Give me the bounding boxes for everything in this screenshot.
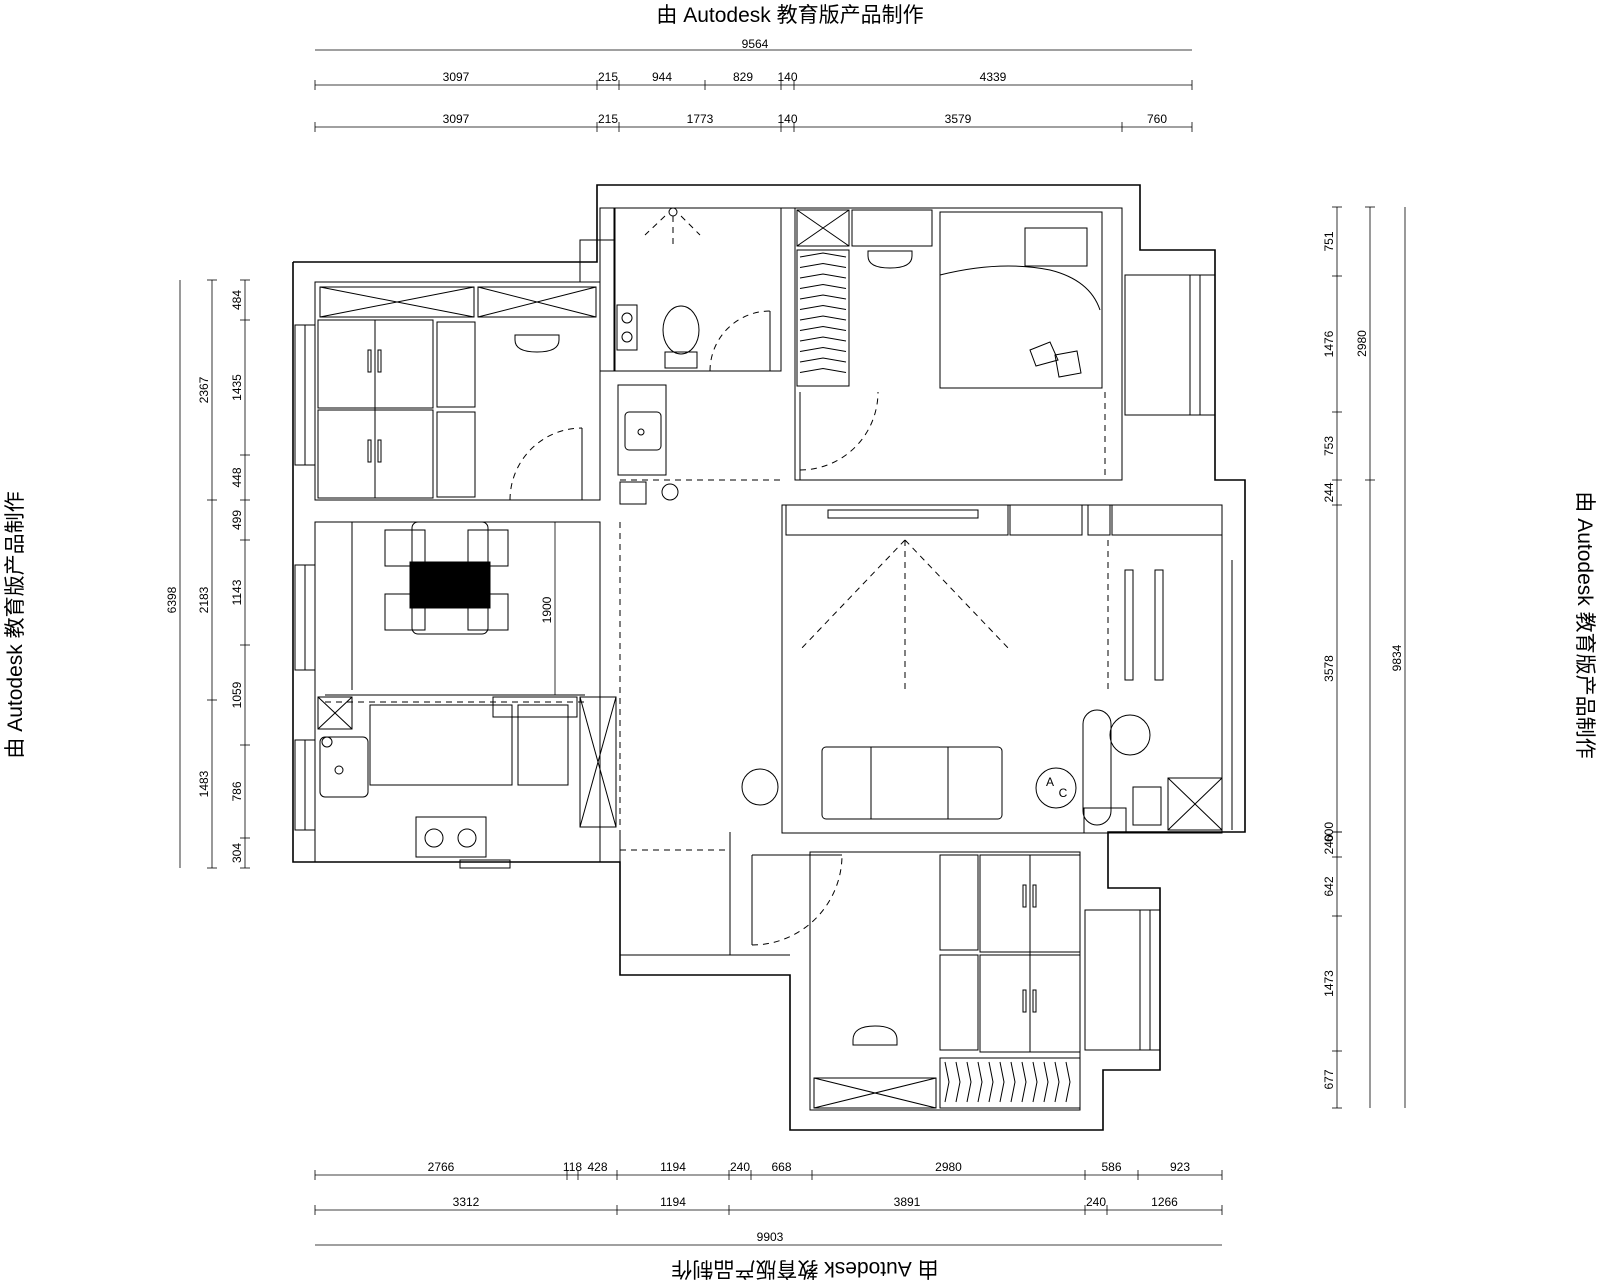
dim-left-row2-label: 1059 bbox=[230, 681, 244, 708]
dim-top-row2-label: 3097 bbox=[443, 112, 470, 126]
dim-bottom-row2-label: 1194 bbox=[660, 1195, 686, 1209]
watermark-bottom: 由 Autodesk 教育版产品制作 bbox=[671, 1257, 938, 1280]
dim-bottom-row2-label: 3891 bbox=[894, 1195, 921, 1209]
dim-right-row2-label: 2980 bbox=[1355, 330, 1369, 357]
dimension-bottom: 2766 118 428 1194 240 668 2980 586 923 3312 1194 3… bbox=[314, 1160, 1223, 1246]
dimension-left: 6398 2367 2183 1483 484 1435 448 499 1143 1059 7… bbox=[165, 279, 250, 869]
balcony-north bbox=[1124, 274, 1216, 416]
bathroom bbox=[614, 207, 782, 505]
dim-bottom-row1-label: 2766 bbox=[428, 1160, 455, 1174]
dim-top-row2-label: 140 bbox=[777, 112, 797, 126]
dim-bottom-row2-label: 3312 bbox=[453, 1195, 480, 1209]
dim-left-row1-label: 2367 bbox=[197, 376, 211, 403]
dim-bottom-row2-label: 240 bbox=[1086, 1195, 1106, 1209]
dim-left-row2-label: 1143 bbox=[230, 579, 244, 605]
dim-left-row2-label: 1435 bbox=[230, 374, 244, 401]
dim-left-row1-label: 1483 bbox=[197, 770, 211, 797]
dining-table-runner bbox=[410, 562, 490, 608]
dim-left-row2-label: 304 bbox=[230, 843, 244, 863]
dim-left-row1-label: 2183 bbox=[197, 586, 211, 613]
bedroom-west bbox=[314, 281, 601, 501]
windows-west bbox=[294, 207, 615, 831]
living-room: A C bbox=[619, 479, 1233, 851]
dim-top-row1-label: 3097 bbox=[443, 70, 470, 84]
dim-top-row1-label: 944 bbox=[652, 70, 672, 84]
dim-bottom-row1-label: 923 bbox=[1170, 1160, 1190, 1174]
dim-right-row1-label: 753 bbox=[1322, 436, 1336, 456]
dim-right-row1-label: 3578 bbox=[1322, 655, 1336, 682]
watermark-left: 由 Autodesk 教育版产品制作 bbox=[4, 491, 27, 758]
ac-label-a: A bbox=[1046, 775, 1054, 789]
dim-top-row2-label: 760 bbox=[1147, 112, 1167, 126]
dim-right-row1-label: 1473 bbox=[1322, 970, 1336, 997]
dim-bottom-row1-label: 2980 bbox=[935, 1160, 962, 1174]
dim-left-row2-label: 499 bbox=[230, 510, 244, 530]
watermark-right: 由 Autodesk 教育版产品制作 bbox=[1573, 491, 1596, 758]
dim-right-row1-label: 751 bbox=[1322, 231, 1336, 251]
dining-kitchen: 1900 bbox=[314, 521, 617, 869]
dim-top-row2-label: 1773 bbox=[687, 112, 714, 126]
dim-right-row1-label: 1476 bbox=[1322, 330, 1336, 357]
dim-left-row2-label: 484 bbox=[230, 290, 244, 310]
dim-bottom-row2-label: 1266 bbox=[1151, 1195, 1178, 1209]
dim-top-row2-label: 215 bbox=[598, 112, 618, 126]
balcony-south bbox=[1084, 909, 1161, 1051]
dim-right-row1-label: 677 bbox=[1322, 1069, 1336, 1089]
dim-right-row1-label: 240 bbox=[1322, 834, 1336, 854]
dim-left-row2-label: 786 bbox=[230, 781, 244, 801]
dim-top-row1-label: 829 bbox=[733, 70, 753, 84]
dim-left-total: 6398 bbox=[165, 586, 179, 613]
dim-interior: 1900 bbox=[540, 596, 554, 623]
bedroom-south bbox=[809, 851, 1081, 1111]
dim-right-total: 9834 bbox=[1390, 644, 1404, 671]
dim-bottom-row1-label: 428 bbox=[587, 1160, 607, 1174]
dim-top-total: 9564 bbox=[742, 37, 769, 51]
ac-label-c: C bbox=[1059, 786, 1068, 800]
dim-bottom-row1-label: 1194 bbox=[660, 1160, 686, 1174]
dim-top-row1-label: 215 bbox=[598, 70, 618, 84]
dim-right-row1-label: 642 bbox=[1322, 876, 1336, 896]
dim-bottom-row1-label: 586 bbox=[1101, 1160, 1121, 1174]
dim-right-row1-label: 600 bbox=[1322, 822, 1336, 842]
dim-top-row1-label: 4339 bbox=[980, 70, 1007, 84]
dim-bottom-row1-label: 240 bbox=[730, 1160, 750, 1174]
dim-right-row1-label: 244 bbox=[1322, 482, 1336, 502]
dim-top-row2-label: 3579 bbox=[945, 112, 972, 126]
dim-right-row2-label: 2792 bbox=[0, 0, 14, 3]
dim-left-row2-label: 448 bbox=[230, 467, 244, 487]
dim-top-row1-label: 140 bbox=[777, 70, 797, 84]
dim-bottom-total: 9903 bbox=[757, 1230, 784, 1244]
watermark-top: 由 Autodesk 教育版产品制作 bbox=[656, 4, 923, 27]
dim-bottom-row1-label: 668 bbox=[771, 1160, 791, 1174]
dim-bottom-row1-label: 118 bbox=[563, 1160, 582, 1174]
entry-hall bbox=[619, 832, 843, 975]
dimension-top: 9564 3097 215 944 829 140 4339 3097 215 1773 140… bbox=[314, 37, 1193, 132]
bedroom-master bbox=[794, 207, 1123, 481]
